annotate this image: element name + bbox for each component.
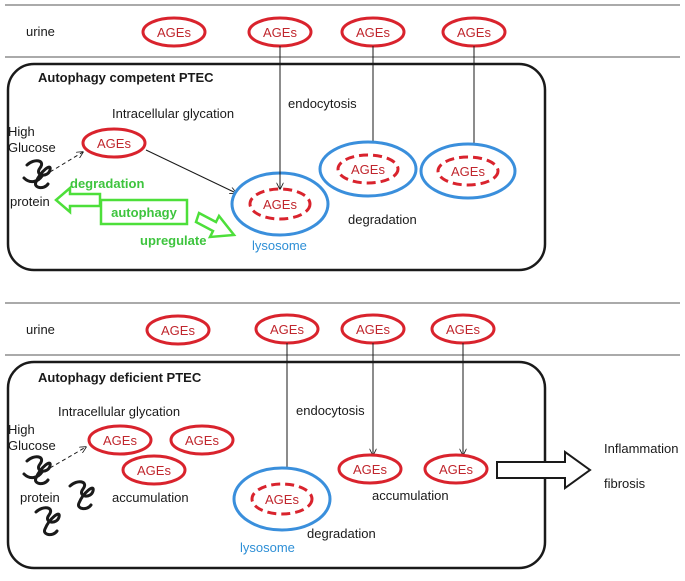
- panel-top: urine AGEs AGEs AGEs AGEs Autophagy comp…: [5, 4, 680, 272]
- accumulated-ages-2: AGEs: [423, 453, 489, 485]
- intracellular-to-lysosome-arrow: [145, 149, 236, 193]
- endocytosis-label: endocytosis: [296, 403, 365, 418]
- accumulation-right-label: accumulation: [372, 488, 449, 503]
- inflammation-label: Inflammation: [604, 441, 678, 456]
- high-glucose-line2: Glucose: [8, 140, 56, 155]
- ages-label: AGEs: [263, 25, 297, 40]
- intracellular-ages-3: AGEs: [121, 454, 187, 486]
- fibrosis-label: fibrosis: [604, 476, 646, 491]
- lysosome-top: AGEs: [230, 171, 330, 237]
- endocytosis-label: endocytosis: [288, 96, 357, 111]
- lysosome-label: lysosome: [240, 540, 295, 555]
- vesicle-1: AGEs: [318, 140, 418, 198]
- ages-label: AGEs: [353, 462, 387, 477]
- protein-icon-3: [34, 506, 61, 537]
- protein-icon-2: [68, 480, 95, 511]
- ages-label: AGEs: [451, 164, 485, 179]
- urine-ages-4: AGEs: [430, 313, 496, 345]
- urine-label: urine: [26, 322, 55, 337]
- ages-label: AGEs: [270, 322, 304, 337]
- protein-icon-1: [22, 455, 52, 486]
- urine-label: urine: [26, 24, 55, 39]
- protein-label: protein: [10, 194, 50, 209]
- ages-label: AGEs: [161, 323, 195, 338]
- autophagy-label: autophagy: [111, 205, 177, 220]
- ages-label: AGEs: [185, 433, 219, 448]
- urine-ages-3: AGEs: [340, 313, 406, 345]
- ages-label: AGEs: [263, 197, 297, 212]
- cell-outline: [6, 62, 547, 272]
- urine-ages-2: AGEs: [254, 313, 320, 345]
- urine-ages-1: AGEs: [141, 16, 207, 48]
- intracellular-ages: AGEs: [81, 127, 147, 159]
- high-glucose-line1: High: [8, 422, 35, 437]
- ages-label: AGEs: [265, 492, 299, 507]
- cell-title: Autophagy deficient PTEC: [38, 370, 202, 385]
- degradation-green-label: degradation: [70, 176, 144, 191]
- protein-label: protein: [20, 490, 60, 505]
- ages-label: AGEs: [137, 463, 171, 478]
- urine-ages-2: AGEs: [247, 16, 313, 48]
- cell-title: Autophagy competent PTEC: [38, 70, 214, 85]
- accumulated-ages-1: AGEs: [337, 453, 403, 485]
- urine-ages-3: AGEs: [340, 16, 406, 48]
- ages-label: AGEs: [439, 462, 473, 477]
- high-glucose-line2: Glucose: [8, 438, 56, 453]
- upregulate-green-arrow: [194, 211, 237, 239]
- accumulation-left-label: accumulation: [112, 490, 189, 505]
- urine-ages-1: AGEs: [145, 314, 211, 346]
- ages-label: AGEs: [356, 322, 390, 337]
- urine-ages-4: AGEs: [441, 16, 507, 48]
- degradation-label: degradation: [348, 212, 417, 227]
- ages-label: AGEs: [157, 25, 191, 40]
- ages-label: AGEs: [351, 162, 385, 177]
- ages-label: AGEs: [446, 322, 480, 337]
- intracellular-ages-1: AGEs: [87, 424, 153, 456]
- high-glucose-line1: High: [8, 124, 35, 139]
- lysosome-bottom: AGEs: [232, 466, 332, 532]
- glycation-dashed-arrow: [49, 152, 83, 173]
- panel-bottom: urine AGEs AGEs AGEs AGEs Autophagy defi…: [5, 302, 680, 570]
- ages-label: AGEs: [97, 136, 131, 151]
- ages-label: AGEs: [103, 433, 137, 448]
- intracellular-glycation-label: Intracellular glycation: [58, 404, 180, 419]
- intracellular-glycation-label: Intracellular glycation: [112, 106, 234, 121]
- degradation-green-arrow: [54, 185, 102, 215]
- upregulate-label: upregulate: [140, 233, 206, 248]
- ages-label: AGEs: [356, 25, 390, 40]
- protein-icon: [22, 159, 52, 190]
- outcome-arrow: [496, 450, 592, 490]
- lysosome-label: lysosome: [252, 238, 307, 253]
- intracellular-ages-2: AGEs: [169, 424, 235, 456]
- autophagy-box: [99, 198, 189, 226]
- degradation-label: degradation: [307, 526, 376, 541]
- vesicle-2: AGEs: [419, 142, 517, 200]
- ages-label: AGEs: [457, 25, 491, 40]
